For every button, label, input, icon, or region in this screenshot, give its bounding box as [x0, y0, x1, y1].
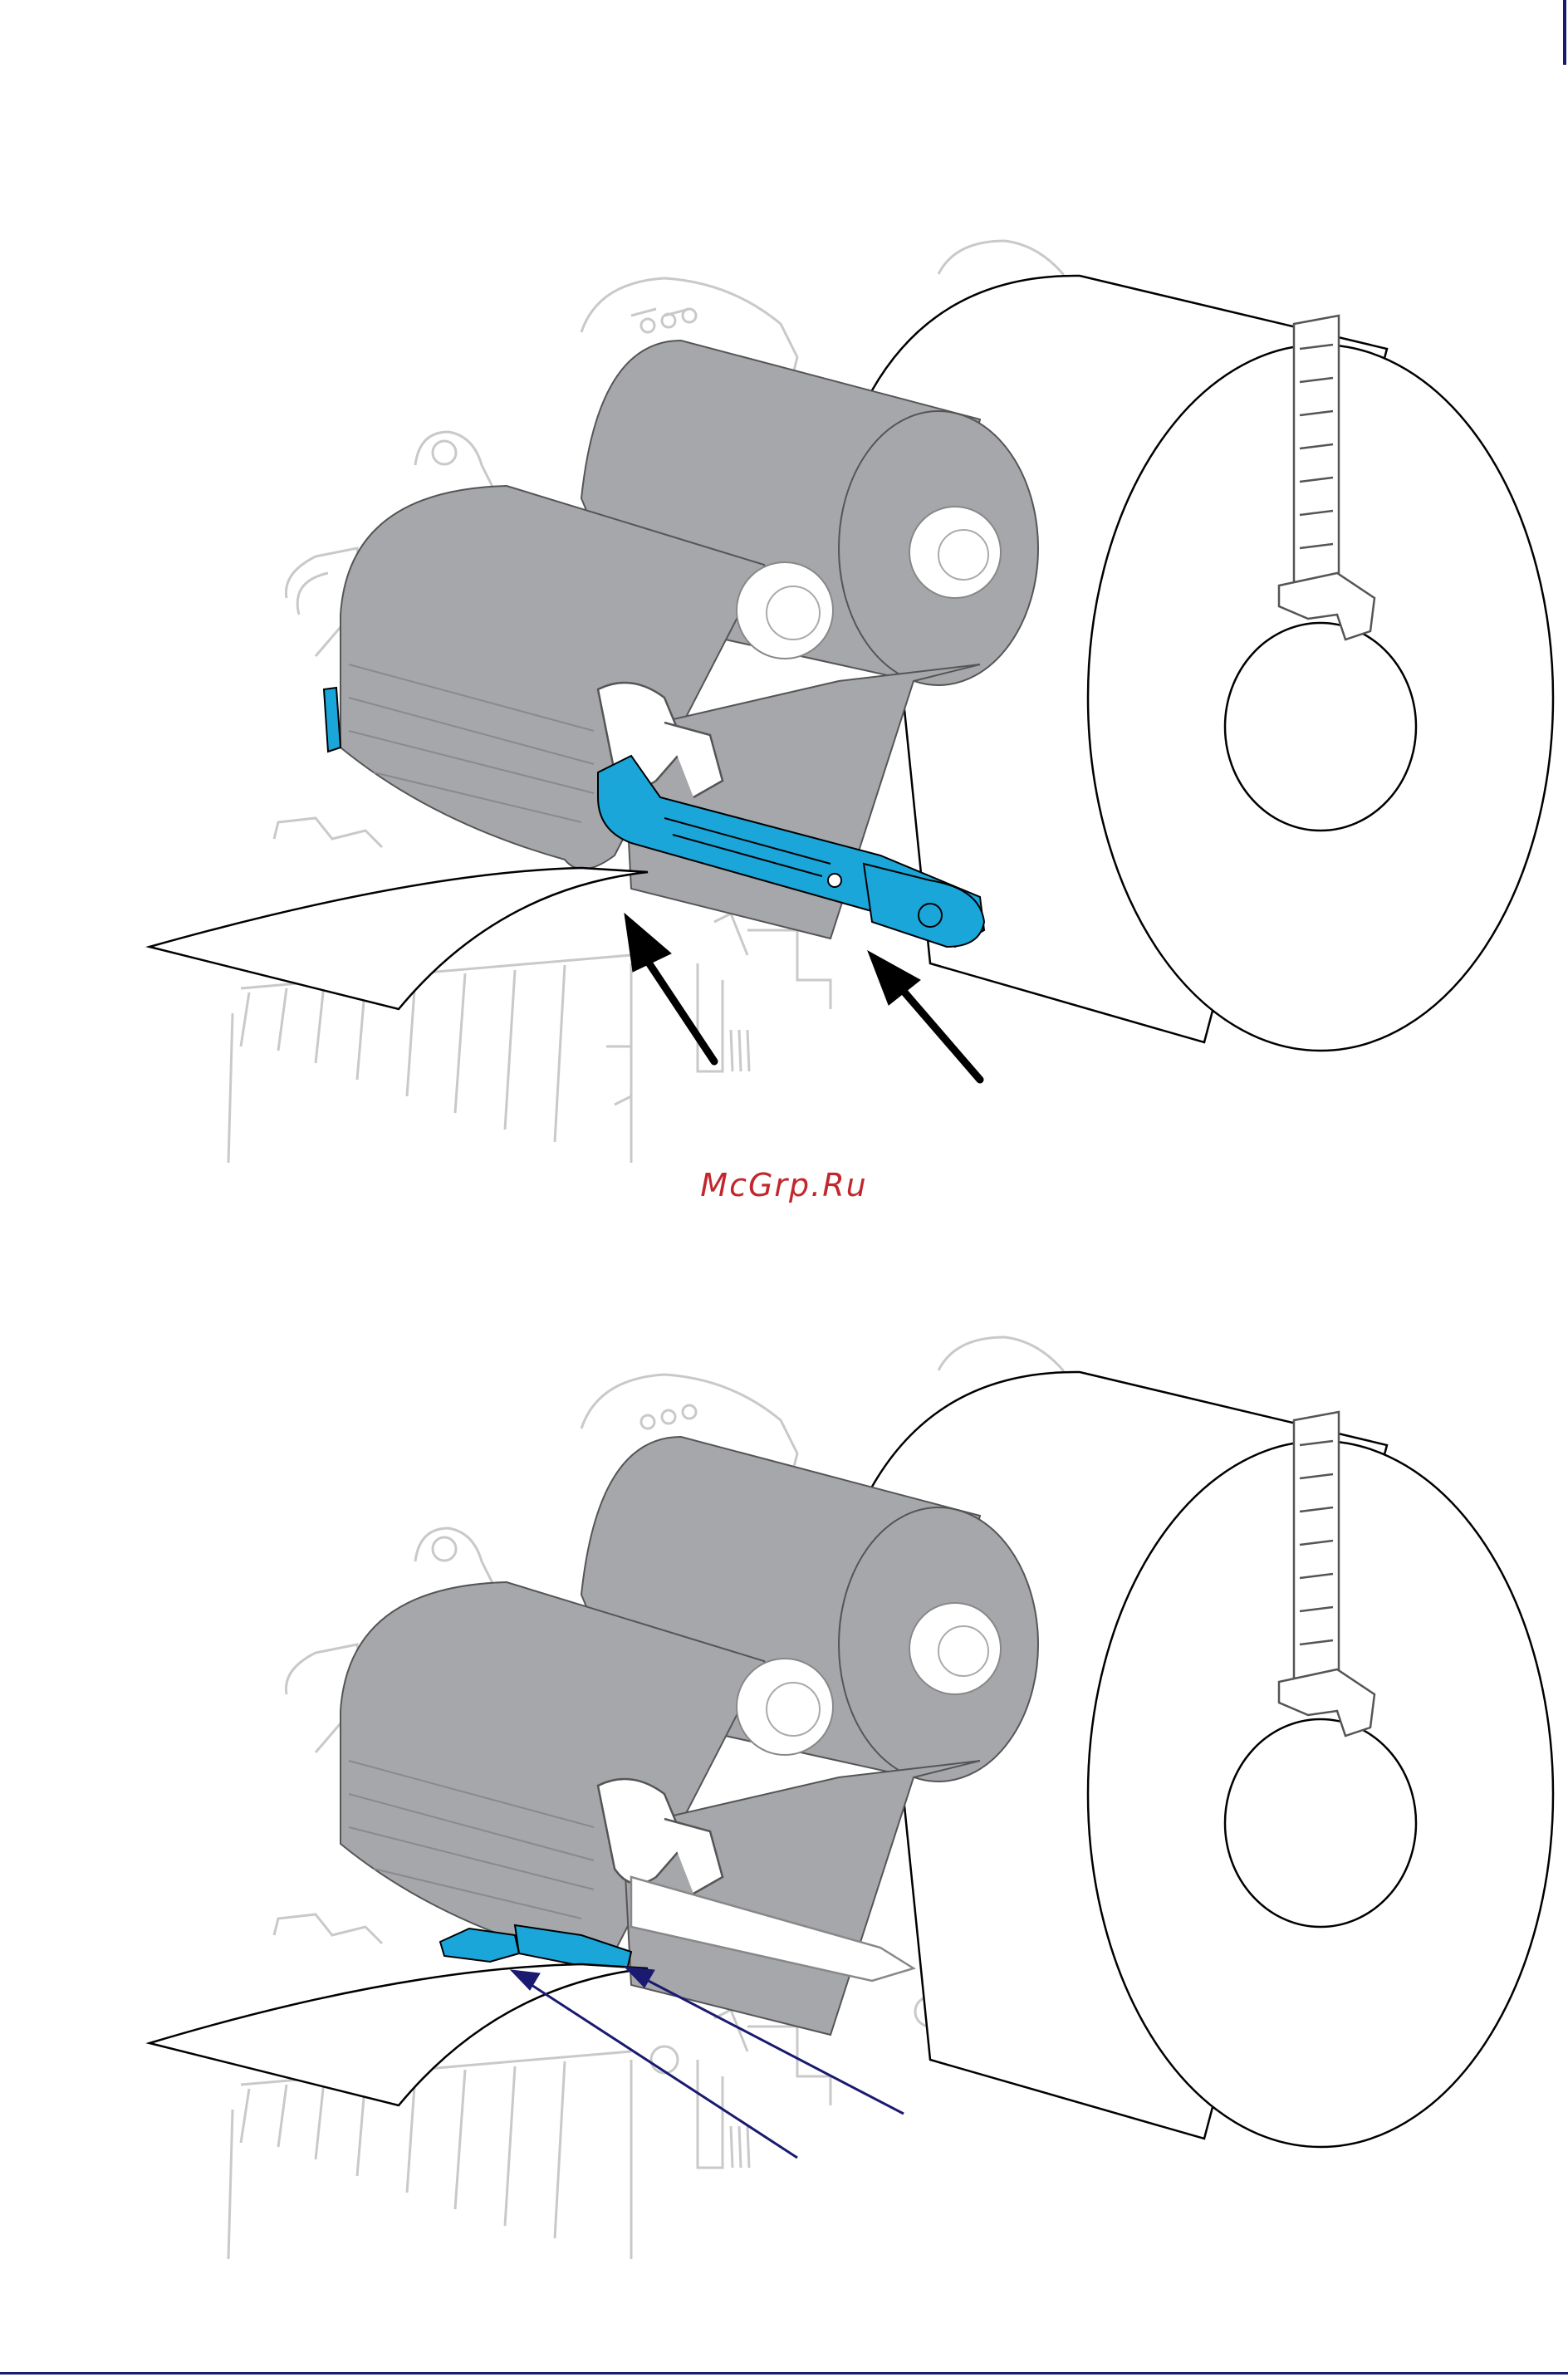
lower-illustration	[0, 1296, 1568, 2342]
watermark: McGrp.Ru	[0, 1167, 1568, 1203]
upper-illustration-drawing	[0, 0, 1568, 1179]
upper-illustration	[0, 0, 1568, 1179]
black-arrow-ribbon-path	[625, 914, 714, 1061]
lower-illustration-drawing	[0, 1296, 1568, 2342]
page-bottom-rule	[0, 2372, 1568, 2375]
media-strip	[149, 1964, 648, 2105]
media-strip	[149, 868, 648, 1009]
